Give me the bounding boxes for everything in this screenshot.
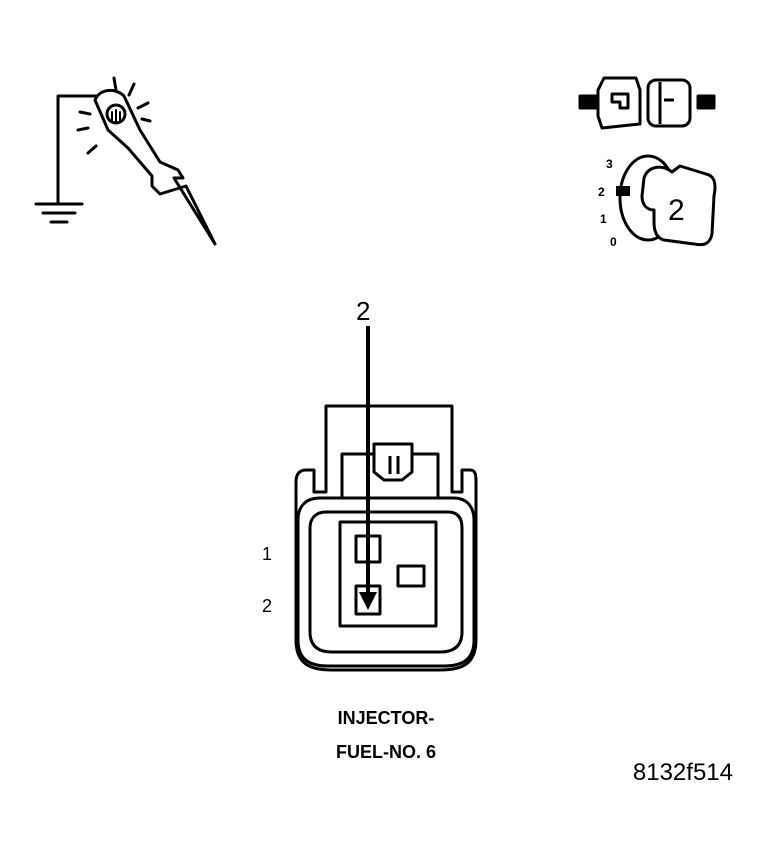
figure-id: 8132f514: [633, 759, 733, 786]
ignition-switch-icon: 3 2 1 0 2: [598, 154, 717, 249]
connector-title-line2: FUEL-NO. 6: [336, 742, 436, 762]
probe-arrow: [359, 326, 377, 610]
ignition-pos-1: 1: [600, 212, 607, 226]
probe-pin-label: 2: [356, 296, 370, 326]
pin-2-cavity: [354, 584, 382, 616]
ignition-pos-3: 3: [606, 157, 613, 171]
ignition-selected-position: 2: [668, 194, 685, 227]
pin-label-2: 2: [262, 596, 272, 616]
ignition-pos-0: 0: [610, 235, 617, 249]
injector-connector: [294, 404, 478, 672]
ground-symbol-icon: [34, 202, 84, 224]
test-light-probe-icon: [34, 76, 217, 246]
ignition-pos-2: 2: [598, 185, 605, 199]
pin-1-cavity: [354, 534, 382, 564]
disconnected-connector-icon: [578, 76, 716, 130]
key-slot: [396, 564, 426, 588]
connector-title-line1: INJECTOR-: [338, 708, 435, 728]
pin-label-1: 1: [262, 544, 272, 564]
